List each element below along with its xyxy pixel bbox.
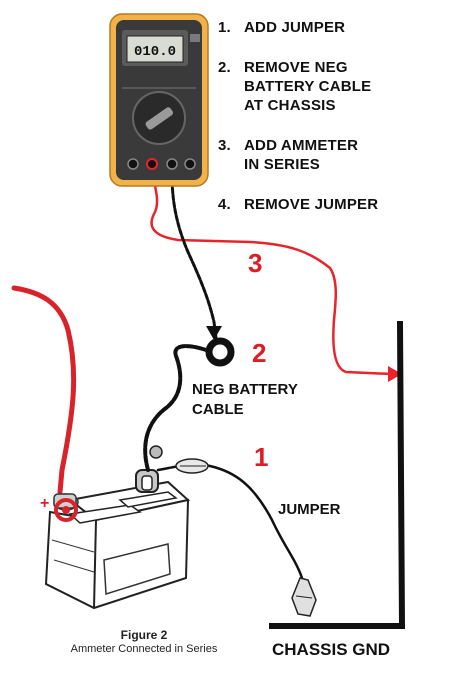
meter-red-lead	[150, 170, 394, 376]
step-list: 1. ADD JUMPER 2. REMOVE NEG BATTERY CABL…	[218, 18, 448, 235]
multimeter: 010.0	[109, 13, 209, 187]
meter-black-lead	[170, 172, 218, 340]
meter-jack-3	[166, 158, 178, 170]
step-1-text: ADD JUMPER	[244, 19, 346, 36]
ring-terminal	[205, 337, 235, 367]
figure-subtitle: Ammeter Connected in Series	[70, 643, 218, 655]
step-2-number: 2.	[218, 59, 231, 76]
label-neg-battery-cable-line1: NEG BATTERY	[192, 381, 298, 398]
step-4: 4. REMOVE JUMPER	[218, 195, 448, 214]
meter-jack-1	[127, 158, 139, 170]
meter-jack-4	[184, 158, 196, 170]
step-1-number: 1.	[218, 19, 231, 36]
label-chassis-gnd: CHASSIS GND	[272, 640, 390, 659]
step-3-text: ADD AMMETER IN SERIES	[244, 137, 359, 173]
figure-title: Figure 2	[120, 628, 168, 642]
negative-battery-cable	[143, 344, 208, 472]
step-2-text: REMOVE NEG BATTERY CABLE AT CHASSIS	[244, 59, 372, 114]
positive-terminal	[53, 493, 79, 522]
plus-sign: +	[40, 495, 49, 512]
jumper-clip-battery	[175, 458, 209, 474]
positive-battery-cable	[11, 285, 77, 495]
meter-display: 010.0	[134, 44, 176, 60]
meter-jack-2	[146, 158, 158, 170]
marker-two: 2	[252, 338, 266, 368]
step-1: 1. ADD JUMPER	[218, 18, 448, 37]
chassis-ground-bar	[269, 320, 406, 629]
step-3-number: 3.	[218, 137, 231, 154]
jumper-clip-chassis	[291, 577, 317, 617]
step-4-text: REMOVE JUMPER	[244, 196, 379, 213]
black-lead-arrowhead	[206, 326, 222, 340]
label-neg-battery-cable-line2: CABLE	[192, 401, 244, 418]
marker-three: 3	[248, 248, 262, 278]
step-3: 3. ADD AMMETER IN SERIES	[218, 136, 448, 174]
battery	[44, 480, 191, 610]
negative-terminal	[135, 445, 163, 493]
label-jumper: JUMPER	[278, 501, 341, 518]
step-2: 2. REMOVE NEG BATTERY CABLE AT CHASSIS	[218, 58, 448, 115]
step-4-number: 4.	[218, 196, 231, 213]
figure-caption: Figure 2 Ammeter Connected in Series	[64, 628, 224, 656]
red-lead-probe-tip	[388, 366, 402, 382]
marker-one: 1	[254, 442, 268, 472]
